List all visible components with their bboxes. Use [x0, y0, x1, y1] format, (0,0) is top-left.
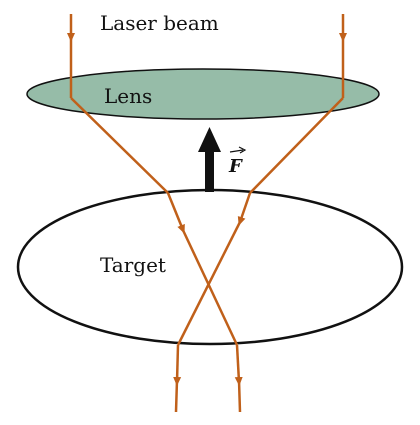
right-beam-exit-segment: [173, 344, 182, 386]
lens-label: Lens: [104, 84, 152, 108]
force-label: F: [228, 146, 247, 177]
laser-beam-label: Laser beam: [100, 11, 219, 35]
right-beam-refracted-segment: [237, 192, 252, 226]
target-ellipse: [16, 188, 404, 346]
force-arrow: [198, 127, 221, 192]
left-beam-exit-segment: [234, 344, 243, 386]
lens-ellipse: [26, 68, 380, 120]
left-beam-refracted-segment: [166, 192, 185, 234]
left-laser-beam: [67, 14, 243, 413]
vector-arrow-icon: [229, 146, 247, 154]
right-laser-beam: [173, 14, 347, 413]
target-label: Target: [100, 253, 166, 277]
right-beam-converging-segment: [249, 97, 344, 194]
left-beam-converging-segment: [70, 97, 169, 194]
force-label-text: F: [228, 156, 243, 177]
